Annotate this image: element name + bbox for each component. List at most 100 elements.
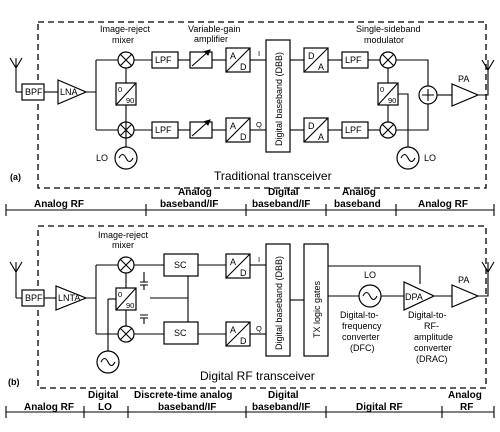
svg-text:Digital baseband (DBB): Digital baseband (DBB) [274, 256, 284, 350]
caption-a: Traditional transceiver [214, 169, 332, 183]
pa-block-b [451, 284, 480, 308]
digital-transceiver-boundary [37, 225, 487, 389]
svg-text:baseband/IF: baseband/IF [252, 402, 310, 413]
transceiver-boundary [37, 21, 487, 189]
svg-text:converter: converter [342, 332, 380, 342]
section-labels-b: Analog RF Digital LO Discrete-time analo… [5, 390, 495, 418]
svg-text:Digital: Digital [88, 390, 119, 401]
svg-text:0: 0 [118, 85, 122, 94]
section-labels-a: Analog RF Analog baseband/IF Digital bas… [5, 187, 495, 216]
svg-text:baseband/IF: baseband/IF [252, 199, 310, 210]
svg-text:D: D [308, 51, 315, 61]
svg-text:D: D [240, 132, 247, 142]
svg-text:Digital RF: Digital RF [356, 402, 403, 413]
svg-text:(a): (a) [10, 172, 21, 182]
svg-text:D: D [240, 62, 247, 72]
caption-b: Digital RF transceiver [200, 369, 315, 383]
svg-text:Analog: Analog [342, 187, 376, 198]
dpa-block [403, 281, 436, 311]
svg-text:frequency: frequency [342, 321, 382, 331]
svg-text:LO: LO [424, 153, 436, 163]
svg-text:(DFC): (DFC) [350, 343, 375, 353]
svg-text:A: A [318, 132, 324, 142]
svg-text:D: D [240, 268, 247, 278]
svg-text:PA: PA [458, 275, 469, 285]
svg-text:D: D [308, 121, 315, 131]
svg-text:LO: LO [364, 270, 376, 280]
svg-text:Single-sideband: Single-sideband [356, 24, 421, 34]
svg-text:DPA: DPA [405, 292, 423, 302]
svg-text:mixer: mixer [112, 240, 134, 250]
svg-text:A: A [230, 121, 236, 131]
svg-text:TX logic gates: TX logic gates [312, 280, 322, 338]
svg-text:A: A [318, 62, 324, 72]
svg-text:I: I [258, 49, 260, 58]
antenna-tx-icon [478, 59, 495, 96]
svg-text:Analog RF: Analog RF [418, 199, 468, 210]
svg-text:90: 90 [126, 301, 134, 310]
svg-text:baseband/IF: baseband/IF [160, 199, 218, 210]
svg-text:Variable-gain: Variable-gain [188, 24, 240, 34]
svg-text:LPF: LPF [155, 55, 172, 65]
svg-text:LPF: LPF [345, 125, 362, 135]
svg-text:Digital-to-: Digital-to- [408, 310, 447, 320]
sc-block-q [163, 321, 199, 345]
svg-text:A: A [230, 325, 236, 335]
svg-text:Analog RF: Analog RF [34, 199, 84, 210]
svg-text:I: I [258, 255, 260, 264]
svg-text:Q: Q [256, 120, 262, 129]
svg-text:(b): (b) [8, 377, 20, 387]
svg-text:Digital: Digital [268, 187, 299, 198]
lo-label: LO [96, 153, 108, 163]
svg-text:0: 0 [118, 290, 122, 299]
svg-text:Analog: Analog [448, 390, 482, 401]
lnta-block [55, 285, 88, 311]
svg-text:A: A [230, 257, 236, 267]
svg-text:SC: SC [174, 328, 187, 338]
svg-text:Digital baseband (DBB): Digital baseband (DBB) [274, 52, 284, 146]
svg-text:SC: SC [174, 260, 187, 270]
svg-text:D: D [240, 336, 247, 346]
svg-text:baseband/IF: baseband/IF [158, 402, 216, 413]
svg-text:LO: LO [98, 402, 112, 413]
svg-text:90: 90 [388, 96, 396, 105]
svg-text:Q: Q [256, 324, 262, 333]
svg-text:LPF: LPF [345, 55, 362, 65]
svg-text:Analog RF: Analog RF [24, 402, 74, 413]
bpf-label: BPF [25, 87, 43, 97]
svg-text:0: 0 [380, 85, 384, 94]
svg-text:Discrete-time analog: Discrete-time analog [134, 390, 232, 401]
mixer-label: mixer [112, 35, 134, 45]
digital-rf-transceiver: BPF LNTA Image-reject mixer 0 90 SC SC [8, 225, 495, 389]
svg-text:baseband: baseband [334, 199, 381, 210]
svg-text:RF-: RF- [424, 321, 439, 331]
svg-text:LPF: LPF [155, 125, 172, 135]
digital-baseband-block-b [265, 243, 291, 357]
svg-text:converter: converter [414, 343, 452, 353]
digital-baseband-block [265, 39, 291, 153]
svg-text:(DRAC): (DRAC) [416, 354, 448, 364]
svg-text:Digital: Digital [268, 390, 299, 401]
svg-text:RF: RF [460, 402, 473, 413]
svg-text:LNTA: LNTA [58, 293, 80, 303]
svg-text:Analog: Analog [178, 187, 212, 198]
svg-text:amplifier: amplifier [194, 34, 228, 44]
svg-text:A: A [230, 51, 236, 61]
lna-label: LNA [60, 87, 78, 97]
svg-text:amplitude: amplitude [414, 332, 453, 342]
antenna-rx2-icon [9, 261, 23, 299]
svg-text:Digital-to-: Digital-to- [340, 310, 379, 320]
svg-text:90: 90 [126, 96, 134, 105]
svg-text:modulator: modulator [364, 35, 404, 45]
tx-logic-gates-block [303, 243, 329, 357]
traditional-transceiver: BPF LNA Image-reject mixer 0 90 LO LPF A [9, 21, 495, 189]
svg-text:BPF: BPF [25, 293, 43, 303]
svg-text:Image-reject: Image-reject [98, 230, 149, 240]
svg-text:PA: PA [458, 74, 469, 84]
vga-q [189, 121, 213, 139]
antenna-icon [9, 57, 23, 93]
pa-block [451, 83, 480, 107]
vga-i [189, 51, 213, 69]
image-reject-label: Image-reject [100, 24, 151, 34]
